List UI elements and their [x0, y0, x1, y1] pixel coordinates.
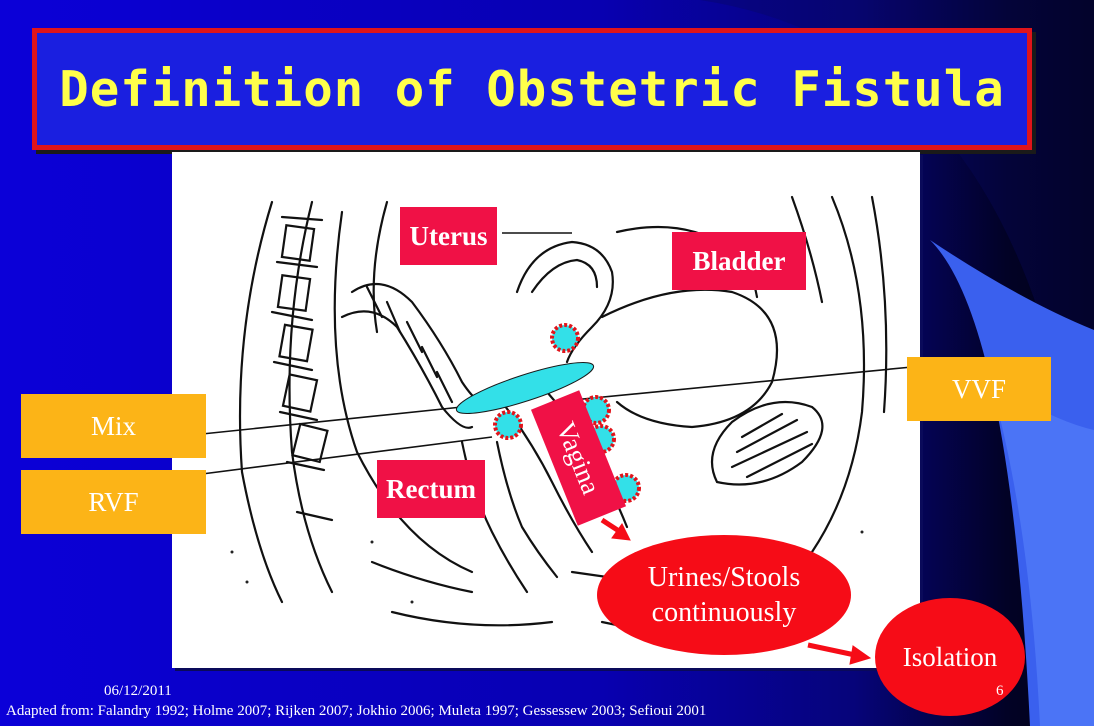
isolation-label: Isolation	[903, 642, 998, 673]
consequence-oval: Urines/Stools continuously	[597, 535, 851, 655]
slide-page-number: 6	[996, 683, 1004, 700]
fistula-marker-vesico-uterine	[552, 325, 578, 351]
bladder-label: Bladder	[672, 232, 806, 290]
slide-date: 06/12/2011	[104, 683, 172, 700]
uterus-label: Uterus	[400, 207, 497, 265]
mix-label: Mix	[21, 394, 206, 458]
vvf-label: VVF	[907, 357, 1051, 421]
source-citation: Adapted from: Falandry 1992; Holme 2007;…	[6, 703, 706, 720]
arrow-to-isolation	[808, 645, 855, 655]
consequence-line-1: Urines/Stools	[648, 560, 800, 595]
fistula-marker-recto-vaginal	[495, 412, 521, 438]
consequence-line-2: continuously	[652, 595, 797, 630]
rectum-label: Rectum	[377, 460, 485, 518]
rvf-label: RVF	[21, 470, 206, 534]
